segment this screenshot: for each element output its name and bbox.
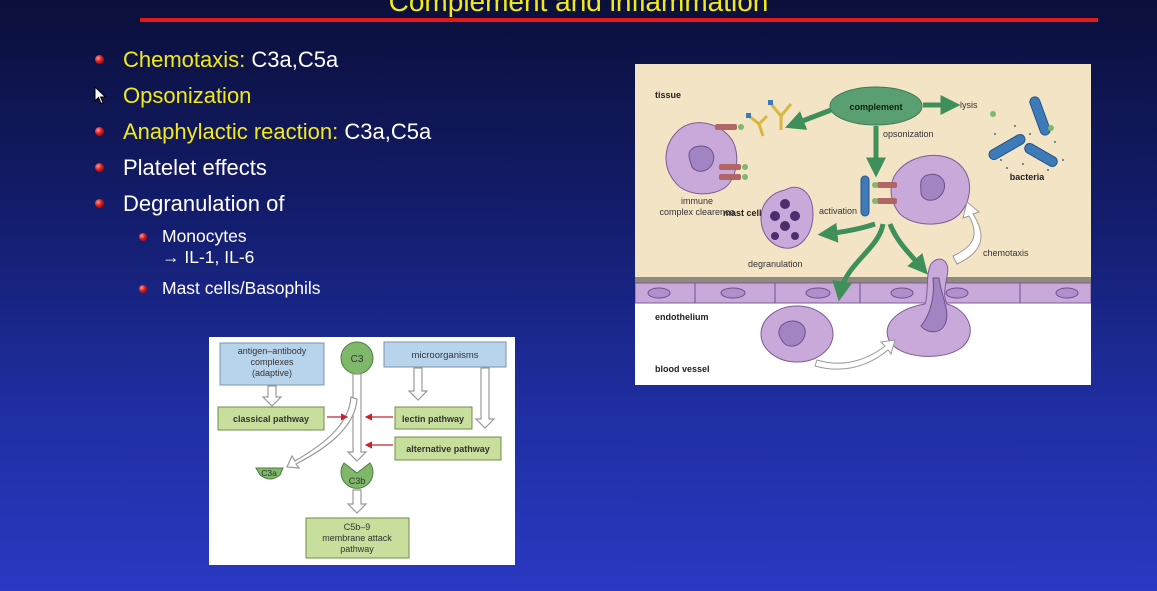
chemotaxis-label: chemotaxis	[983, 248, 1029, 258]
lysis-label: lysis	[960, 100, 978, 110]
mast-cell-icon	[760, 186, 814, 249]
mac-line: membrane attack	[322, 533, 392, 543]
alternative-pathway-label: alternative pathway	[406, 444, 490, 454]
hollow-arrows	[261, 367, 496, 514]
sub-bullet-icon	[139, 233, 147, 241]
mouse-pointer-icon	[94, 86, 107, 105]
c3b-label: C3b	[349, 476, 366, 486]
opsonization-label: opsonization	[883, 129, 934, 139]
bullet-icon	[95, 55, 104, 64]
sub-bullet-line: Monocytes	[162, 226, 247, 246]
title-underline	[140, 18, 1098, 22]
antigen-box-line: complexes	[250, 357, 294, 367]
classical-pathway-box: classical pathway	[217, 406, 325, 431]
slide-title: Complement and inflammation	[388, 0, 769, 17]
lectin-pathway-label: lectin pathway	[402, 414, 464, 424]
mac-line: pathway	[340, 544, 374, 554]
endothelial-nuclei	[647, 287, 1079, 299]
bullet-platelet: Platelet effects	[92, 150, 431, 186]
classical-pathway-label: classical pathway	[233, 414, 309, 424]
phagocyte-center	[860, 154, 971, 225]
antigen-icons	[746, 100, 773, 118]
antigen-box-line: (adaptive)	[252, 368, 292, 378]
bullet-tail: Degranulation of	[123, 191, 285, 216]
green-arrows	[784, 95, 961, 302]
endothelium-layer	[635, 282, 1091, 304]
blood-leukocyte	[760, 305, 834, 363]
chemotaxis-arrow	[952, 201, 982, 265]
sub-bullet-monocytes: Monocytes → IL-1, IL-6	[92, 226, 431, 268]
lectin-pathway-box: lectin pathway	[394, 406, 473, 430]
migrating-leukocyte	[886, 258, 971, 357]
bullet-icon	[95, 127, 104, 136]
bullet-icon	[95, 199, 104, 208]
sub-bullet-line: Mast cells/Basophils	[162, 278, 321, 298]
microorganisms-box: microorganisms	[383, 341, 507, 368]
bullet-tail: Platelet effects	[123, 155, 267, 180]
c3a-label: C3a	[261, 468, 277, 478]
degranulation-label: degranulation	[748, 259, 803, 269]
bacteria-icon	[988, 96, 1064, 171]
sub-bullet-mast-cells: Mast cells/Basophils	[92, 278, 431, 299]
alternative-pathway-box: alternative pathway	[394, 436, 502, 461]
red-arrows	[327, 413, 393, 449]
bullet-tail: C3a,C5a	[245, 47, 339, 72]
complement-pathway-diagram: antigen–antibody complexes (adaptive) C3…	[209, 337, 515, 565]
bullet-list: Chemotaxis: C3a,C5a Opsonization Anaphyl…	[92, 42, 431, 299]
complement-label: complement	[849, 102, 902, 112]
c3-label: C3	[351, 354, 364, 365]
c3a-fragment: C3a	[255, 467, 284, 480]
bullet-opsonization: Opsonization	[92, 78, 431, 114]
complement-inflammation-diagram: tissue complement lysis opsonization	[635, 64, 1091, 385]
bullet-head: Opsonization	[123, 83, 252, 108]
mac-line: C5b–9	[344, 522, 371, 532]
mast-cell-label: mast cell	[723, 208, 762, 218]
immune-label-line: complex clearence	[659, 207, 734, 217]
antibody-icons	[748, 103, 793, 137]
microorganisms-label: microorganisms	[411, 350, 478, 361]
bullet-tail: C3a,C5a	[338, 119, 432, 144]
sub-bullet-line: → IL-1, IL-6	[162, 247, 255, 267]
bullet-head: Chemotaxis:	[123, 47, 246, 72]
bullet-icon	[95, 163, 104, 172]
migration-arrow	[814, 339, 896, 370]
macrophage-left	[665, 122, 748, 195]
c3b-fragment: C3b	[340, 462, 374, 489]
blood-vessel-label: blood vessel	[655, 364, 710, 374]
activation-label: activation	[819, 206, 857, 216]
mac-box: C5b–9 membrane attack pathway	[305, 517, 410, 559]
complement-node: complement	[829, 86, 923, 126]
c3-circle: C3	[340, 341, 374, 375]
bullet-degranulation: Degranulation of	[92, 186, 431, 222]
antigen-box-line: antigen–antibody	[238, 346, 307, 356]
bullet-chemotaxis: Chemotaxis: C3a,C5a	[92, 42, 431, 78]
basement-membrane	[635, 277, 1091, 283]
endothelium-label: endothelium	[655, 312, 709, 322]
immune-label-line: immune	[681, 196, 713, 206]
tissue-label: tissue	[655, 90, 681, 100]
bullet-anaphylactic: Anaphylactic reaction: C3a,C5a	[92, 114, 431, 150]
bullet-head: Anaphylactic reaction:	[123, 119, 339, 144]
antigen-antibody-box: antigen–antibody complexes (adaptive)	[219, 342, 325, 386]
sub-bullet-icon	[139, 285, 147, 293]
bacteria-label: bacteria	[1010, 172, 1046, 182]
